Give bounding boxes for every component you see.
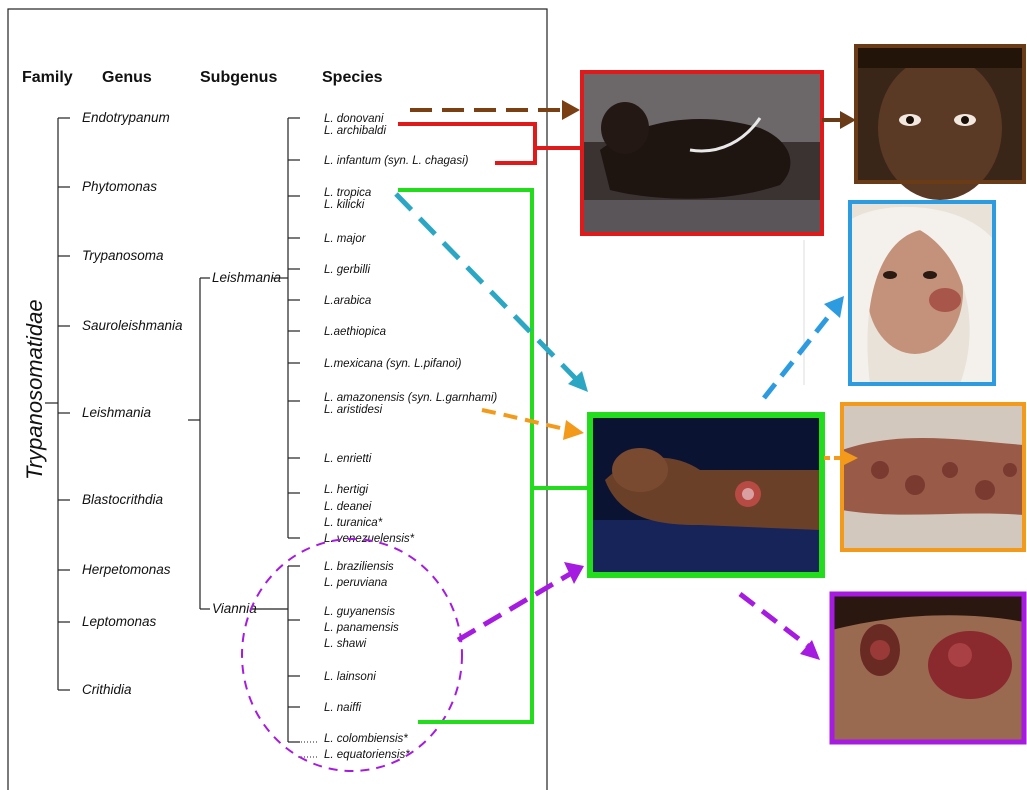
species-label: L. panamensis <box>324 622 399 634</box>
species-label: L. enrietti <box>324 453 372 465</box>
species-label: L. naiffi <box>324 702 362 714</box>
species-label: L.mexicana (syn. L.pifanoi) <box>324 358 462 370</box>
genus-label: Leishmania <box>82 405 152 420</box>
header-genus: Genus <box>102 69 152 86</box>
species-label: L.aethiopica <box>324 326 386 338</box>
genus-label: Sauroleishmania <box>82 318 183 333</box>
species-label: L. equatoriensis* <box>324 749 410 761</box>
genus-label: Herpetomonas <box>82 562 171 577</box>
species-label: L. aristidesi <box>324 404 383 416</box>
subgenus-leishmania: Leishmania <box>212 270 282 285</box>
nose-photo <box>832 594 1024 742</box>
species-label: L. amazonensis (syn. L.garnhami) <box>324 392 497 404</box>
genus-label: Endotrypanum <box>82 110 170 125</box>
header-species: Species <box>322 69 383 86</box>
species-label: L. donovani <box>324 113 384 125</box>
genus-label: Blastocrithdia <box>82 492 164 507</box>
species-label: L. colombiensis* <box>324 733 408 745</box>
species-label: L.arabica <box>324 295 371 307</box>
face-photo <box>856 46 1024 200</box>
species-label: L. deanei <box>324 501 372 513</box>
species-label: L. tropica <box>324 187 371 199</box>
species-label: L. hertigi <box>324 484 369 496</box>
header-subgenus: Subgenus <box>200 69 277 86</box>
species-label: L. gerbilli <box>324 264 370 276</box>
species-label: L. braziliensis <box>324 561 394 573</box>
species-label: L. guyanensis <box>324 606 395 618</box>
purple-dashed-arrow-down <box>740 594 820 660</box>
genus-label: Trypanosoma <box>82 248 164 263</box>
species-label: L. turanica* <box>324 517 383 529</box>
brown-arrow <box>822 111 856 129</box>
species-label: L. shawi <box>324 638 367 650</box>
genus-label: Crithidia <box>82 682 132 697</box>
species-label: L. kilicki <box>324 199 365 211</box>
species-label: L. major <box>324 233 367 245</box>
species-label: L. archibaldi <box>324 125 386 137</box>
header-family: Family <box>22 69 73 86</box>
genus-label: Phytomonas <box>82 179 157 194</box>
species-label: L. infantum (syn. L. chagasi) <box>324 155 469 167</box>
species-label: L. peruviana <box>324 577 387 589</box>
visceral-photo <box>582 72 822 234</box>
cutaneous-photo <box>590 415 822 575</box>
species-label: L. lainsoni <box>324 671 376 683</box>
genus-label: Leptomonas <box>82 614 157 629</box>
cheek-photo <box>850 202 994 384</box>
family-label: Trypanosomatidae <box>22 299 47 480</box>
arm-photo <box>842 404 1024 550</box>
